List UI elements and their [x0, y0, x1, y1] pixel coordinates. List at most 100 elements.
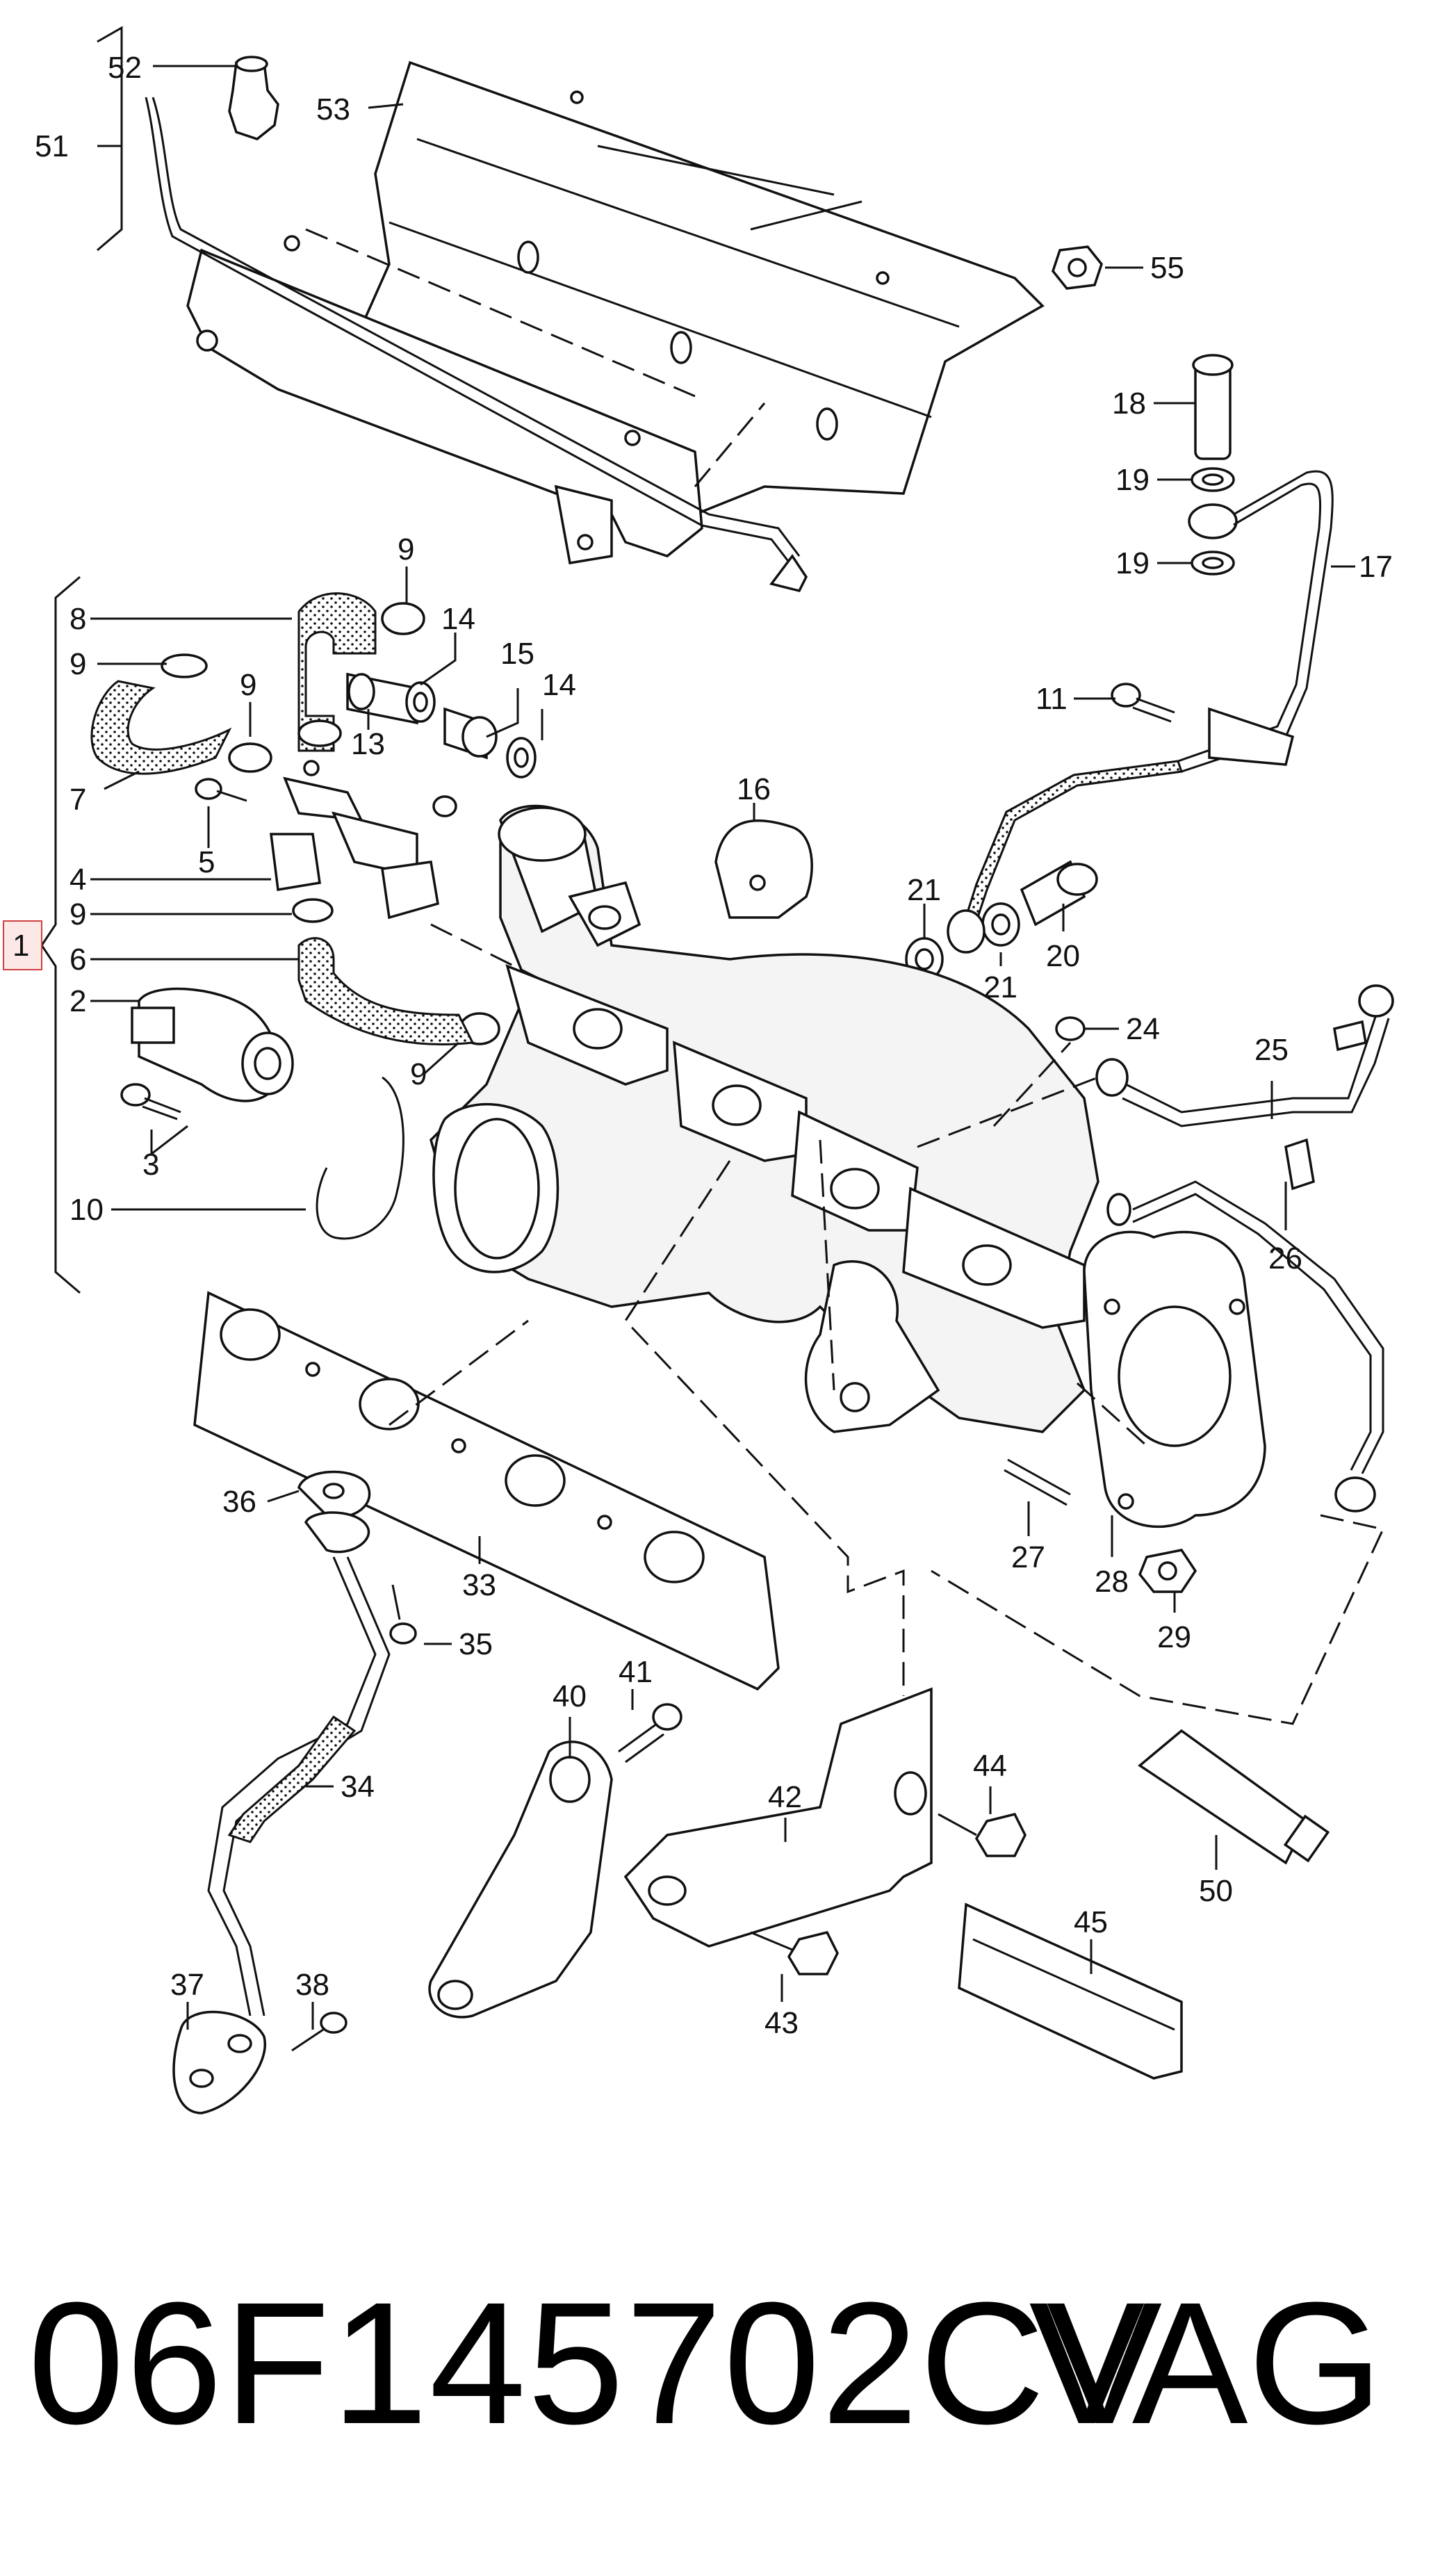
callout-33: 33	[462, 1568, 496, 1602]
clamp-part-9	[161, 602, 500, 1045]
retaining-wire-part-10	[316, 1076, 404, 1240]
oil-supply-line-part-17	[961, 470, 1334, 933]
banjo-bolt-part-20	[1020, 860, 1098, 927]
diverter-valve-part-2	[131, 987, 294, 1102]
connector-part-13	[346, 672, 418, 725]
callout-36: 36	[222, 1485, 256, 1519]
callout-34: 34	[341, 1770, 375, 1804]
bolt-part-44	[938, 1812, 1027, 1857]
highlight-box-part-1	[3, 920, 42, 970]
callout-1: 1	[13, 929, 29, 963]
callout-27: 27	[1011, 1540, 1045, 1574]
oil-line-part-25	[1095, 984, 1394, 1127]
callout-44: 44	[973, 1749, 1007, 1783]
callout-14-left: 14	[441, 602, 475, 636]
callout-3: 3	[142, 1148, 159, 1182]
hose-part-7	[90, 680, 232, 775]
callout-37: 37	[170, 1968, 204, 2002]
callout-19-bottom: 19	[1115, 546, 1150, 580]
callout-9-mid: 9	[240, 668, 256, 702]
coolant-pipe-bracket-part-51	[145, 97, 808, 593]
assembly-dash-lines	[305, 228, 1385, 1725]
callout-18: 18	[1112, 386, 1146, 421]
gasket-part-36	[297, 1470, 371, 1519]
stud-part-27	[1004, 1458, 1071, 1506]
bracket-part-16	[714, 819, 813, 919]
heat-shield-part-45	[958, 1902, 1183, 2080]
seal-ring-part-21	[905, 902, 1020, 981]
callout-16: 16	[737, 772, 771, 806]
callout-7: 7	[69, 783, 86, 817]
bolt-part-3	[120, 1083, 181, 1120]
part-number: 06F145702CV	[28, 2266, 1164, 2460]
callout-21-left: 21	[907, 873, 941, 907]
callout-10: 10	[69, 1193, 104, 1227]
bolt-part-41	[618, 1703, 682, 1763]
turbo-gasket-part-28	[1083, 1230, 1266, 1529]
callout-8: 8	[69, 602, 86, 636]
callout-4: 4	[69, 863, 86, 897]
callout-52: 52	[108, 51, 142, 85]
callout-labels: 52 53 51 55 18 19 19 17 11 21 21 20 16 9…	[13, 51, 1393, 2040]
nut-part-24	[1055, 1016, 1086, 1041]
callout-9-left: 9	[69, 647, 86, 681]
callout-51: 51	[35, 129, 69, 163]
callout-43: 43	[764, 2006, 799, 2040]
callout-25: 25	[1254, 1033, 1289, 1067]
callout-9-lower: 9	[69, 897, 86, 931]
bolt-part-5	[195, 778, 247, 802]
connector-part-15	[443, 707, 498, 760]
footer: 06F145702CV VAG	[28, 2273, 1404, 2454]
callout-11: 11	[1036, 682, 1068, 716]
callout-40: 40	[553, 1679, 587, 1713]
callout-5: 5	[198, 845, 215, 879]
brand-label: VAG	[1029, 2266, 1383, 2460]
support-arm-part-40	[428, 1741, 613, 2019]
callout-45: 45	[1074, 1905, 1108, 1939]
callout-53: 53	[316, 92, 350, 127]
callout-24: 24	[1126, 1012, 1160, 1046]
hose-part-6	[297, 937, 475, 1045]
support-bracket-part-42	[623, 1687, 933, 1948]
callout-17: 17	[1359, 550, 1393, 584]
callout-29: 29	[1157, 1620, 1191, 1654]
callout-21-right: 21	[983, 970, 1017, 1004]
nut-part-29	[1138, 1549, 1197, 1593]
callout-9-top: 9	[398, 532, 414, 566]
callout-41: 41	[619, 1655, 653, 1689]
callout-28: 28	[1095, 1565, 1129, 1599]
seal-ring-part-14	[405, 681, 537, 778]
oil-return-line-part-26	[1106, 1138, 1384, 1513]
group-bracket-part-1	[40, 576, 81, 1294]
callout-14-right: 14	[542, 668, 576, 702]
callout-35: 35	[459, 1627, 493, 1661]
bolt-part-43	[750, 1930, 839, 1975]
callout-19-top: 19	[1115, 463, 1150, 497]
callout-50: 50	[1199, 1874, 1233, 1908]
callout-42: 42	[768, 1780, 802, 1814]
temperature-sensor-part-52	[228, 56, 279, 140]
callout-20: 20	[1046, 939, 1080, 973]
callout-6: 6	[69, 943, 86, 977]
callout-2: 2	[69, 984, 86, 1018]
banjo-bolt-part-18	[1192, 354, 1234, 460]
callout-9-bottom: 9	[410, 1057, 427, 1091]
nut-part-55	[1052, 245, 1103, 290]
leader-lines	[90, 26, 1355, 2030]
bolt-part-11	[1111, 683, 1175, 723]
turbocharger-manifold	[430, 804, 1099, 1433]
sealant-tube-part-50	[1138, 1729, 1330, 1865]
bolt-part-35	[389, 1584, 417, 1645]
bracket-clip-small	[381, 795, 457, 920]
oil-return-pipe-part-34	[207, 1511, 391, 2016]
manifold-gasket-part-33	[193, 1291, 780, 1691]
callout-26: 26	[1268, 1241, 1302, 1275]
seal-ring-part-19	[1191, 467, 1235, 576]
callout-38: 38	[295, 1968, 329, 2002]
callout-55: 55	[1150, 251, 1184, 285]
gasket-part-37	[172, 2010, 266, 2114]
callout-15: 15	[500, 637, 534, 671]
hose-part-8	[297, 592, 377, 752]
callout-13: 13	[351, 727, 385, 761]
